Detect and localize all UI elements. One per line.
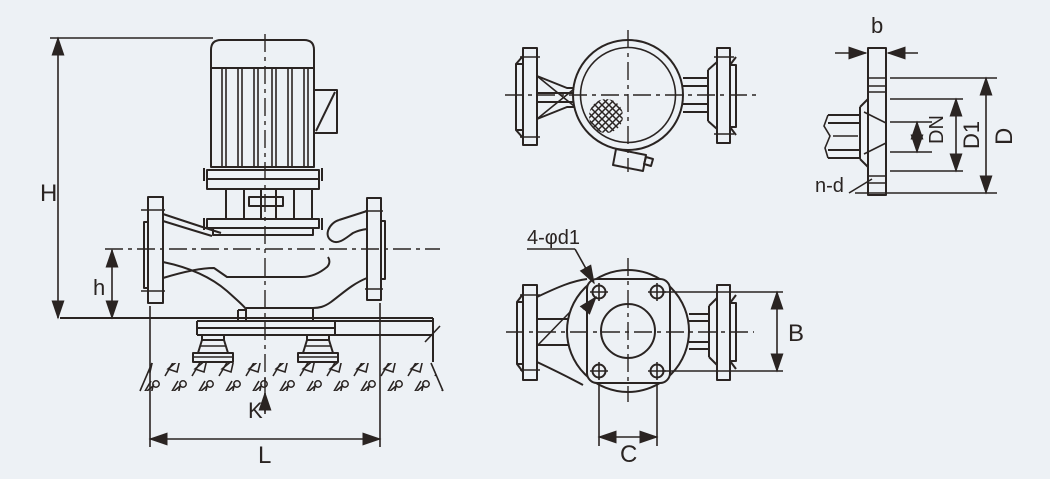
coupling: [248, 196, 284, 207]
crosshatch-patch: [589, 99, 623, 133]
flange-dimensions: b DN D1 D n-d: [815, 13, 1018, 197]
n-d-leader: [848, 178, 873, 194]
dim-label-C: C: [620, 441, 637, 468]
terminal-box: [313, 89, 338, 134]
dim-label-h: h: [93, 275, 105, 300]
suction-flange: [141, 196, 165, 304]
flange-detail-view: b DN D1 D n-d: [815, 13, 1018, 197]
top-view: [505, 30, 757, 172]
dim-label-H: H: [40, 180, 57, 207]
motor: [210, 39, 338, 168]
vibration-damper-right: [297, 334, 339, 363]
pipe-stub: [823, 114, 860, 159]
casing-seat: [237, 307, 314, 321]
pump-pedestal: [203, 168, 323, 236]
bottom-dimensions: B C 4-φd1: [527, 227, 804, 468]
flange-plate: [867, 47, 887, 196]
break-slash: [424, 325, 441, 343]
lantern-columns: [225, 189, 313, 219]
baseplate-foundation: [60, 317, 444, 392]
vibration-damper-left: [192, 334, 234, 363]
discharge-flange: [365, 197, 386, 301]
dim-label-B: B: [788, 320, 804, 347]
pump-foot-lug: [612, 148, 654, 172]
bottom-suction-flange: [516, 278, 588, 386]
front-dimensions: H h K L: [40, 36, 382, 469]
dim-label-DN: DN: [926, 115, 948, 144]
ground-hatch: [140, 363, 443, 391]
front-view: H h K L: [40, 34, 444, 469]
bolt-holes: [590, 283, 666, 380]
dim-label-b: b: [871, 13, 883, 38]
bolt-hole-leader: [574, 248, 595, 285]
bottom-discharge-flange: [689, 284, 737, 381]
top-discharge-flange: [683, 47, 737, 144]
dim-label-D: D: [991, 128, 1018, 145]
terminal-box-diagonal: [315, 91, 336, 132]
dim-label-L: L: [258, 442, 271, 469]
volute-casing: [162, 210, 368, 321]
bottom-view: B C 4-φd1: [506, 227, 804, 468]
dim-label-D1: D1: [959, 121, 984, 149]
dim-label-n-d: n-d: [815, 175, 844, 197]
motor-fins: [221, 69, 309, 166]
dim-label-K: K: [248, 398, 263, 423]
top-suction-flange: [515, 47, 575, 146]
motor-fan-cover: [210, 39, 315, 69]
bolt-hole-callout: 4-φd1: [527, 227, 580, 249]
